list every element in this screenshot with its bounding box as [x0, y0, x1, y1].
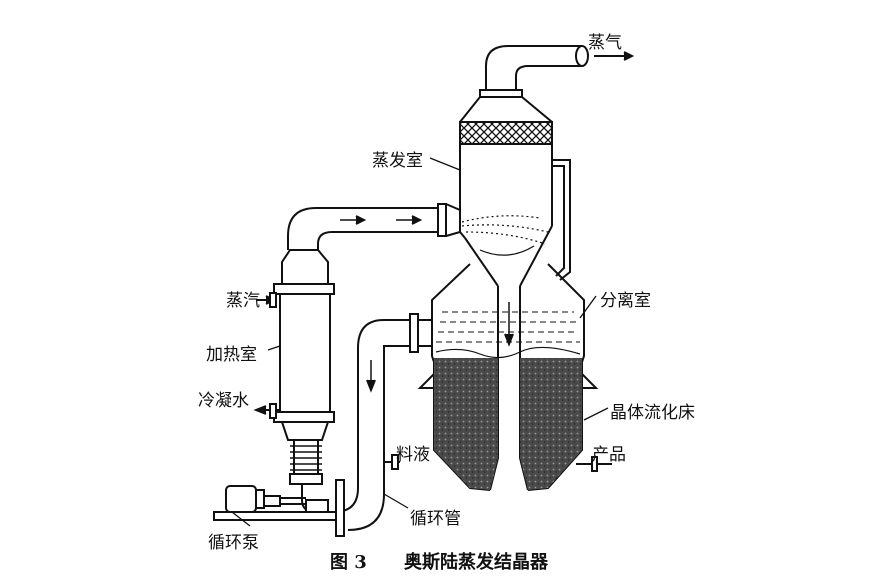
balance-pipe — [552, 159, 571, 281]
condensate-outlet — [253, 403, 280, 419]
leader-lines — [231, 157, 609, 527]
label-feed-liquor: 料液 — [396, 445, 430, 465]
label-product: 产品 — [592, 445, 626, 465]
evaporation-chamber — [459, 96, 553, 287]
label-separation-chamber: 分离室 — [600, 291, 651, 311]
steam-inlet — [256, 292, 277, 308]
product-outlet — [576, 456, 612, 472]
circulation-pump — [213, 479, 345, 537]
label-heating-chamber: 加热室 — [206, 345, 257, 365]
vapor-outlet-pipe — [479, 45, 635, 98]
label-circulation-pump: 循环泵 — [208, 533, 259, 553]
label-vapor-out: 蒸气 — [588, 33, 622, 53]
label-evaporation-chamber: 蒸发室 — [372, 151, 423, 171]
heating-chamber — [273, 249, 335, 485]
label-condensate: 冷凝水 — [198, 391, 249, 411]
figure-number: 图 3 — [330, 552, 367, 573]
label-circulation-pipe: 循环管 — [410, 509, 461, 529]
label-steam-in: 蒸汽 — [226, 291, 260, 311]
crystal-bed — [434, 358, 498, 490]
heater-outlet-pipe — [287, 203, 461, 250]
circulation-pipe — [333, 313, 432, 531]
figure-title: 奥斯陆蒸发结晶器 — [404, 552, 548, 573]
label-crystal-fluidized-bed: 晶体流化床 — [610, 403, 695, 423]
feed-inlet — [384, 454, 400, 470]
